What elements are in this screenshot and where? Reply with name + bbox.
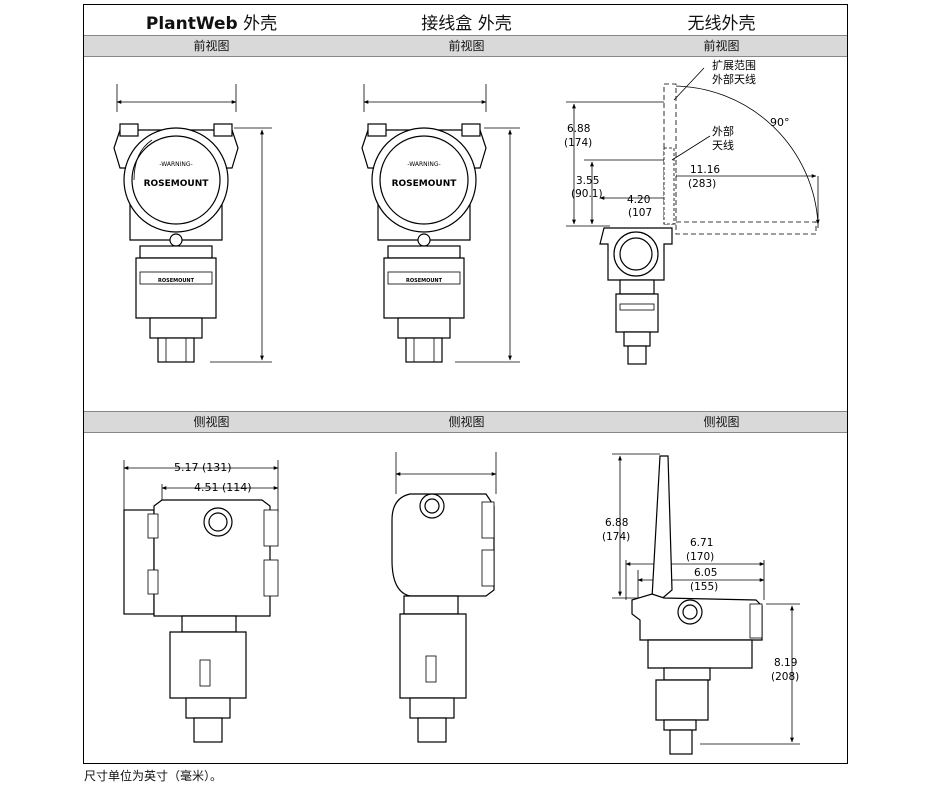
header-junction-box-housing: 接线盒 外壳 — [421, 14, 512, 34]
wireless-side-dim-w1-in: 6.71 — [690, 537, 713, 549]
wireless-side-dim-w1-mm: (170) — [686, 551, 714, 563]
plantweb-front-view: ROSEMOUNT -WARNING- ROSEMOUNT — [113, 84, 272, 363]
wireless-front-dim-total-in: 6.88 — [567, 123, 590, 135]
header-wireless-housing: 无线外壳 — [687, 14, 756, 34]
header-plantweb-housing: PlantWeb 外壳 — [84, 11, 339, 37]
front-view-label-col2: 前视图 — [448, 39, 485, 53]
wireless-front-dim-long-in: 11.16 — [690, 164, 720, 176]
side-view-label-col1: 侧视图 — [193, 415, 230, 429]
wireless-front-external-label-2: 天线 — [712, 138, 734, 152]
wireless-front-dim-mid-mm: (90.1) — [571, 188, 603, 200]
header-plantweb-brand: PlantWeb — [145, 14, 238, 34]
plantweb-front-brand: ROSEMOUNT — [144, 179, 210, 189]
plantweb-side-dim-b: 4.51 (114) — [194, 481, 252, 494]
side-view-band: 侧视图 侧视图 侧视图 — [84, 411, 847, 433]
wireless-front-dim-short-mm: (107 — [628, 207, 652, 219]
plantweb-front-label-plate: ROSEMOUNT — [158, 278, 195, 284]
wireless-front-external-label-1: 外部 — [712, 124, 734, 138]
front-view-label-col3: 前视图 — [703, 39, 740, 53]
wireless-front-extended-label-1: 扩展范围 — [712, 58, 756, 72]
wireless-side-dim-w2-mm: (155) — [690, 581, 718, 593]
plantweb-front-warning: -WARNING- — [159, 161, 192, 168]
plantweb-side-dim-a: 5.17 (131) — [174, 461, 232, 474]
side-view-label-col3: 侧视图 — [703, 415, 740, 429]
wireless-front-dim-mid-in: 3.55 — [576, 175, 599, 187]
wireless-front-view: 6.88 (174) 3.55 (90.1) 4.20 (107 11.16 (… — [564, 58, 820, 365]
junction-front-brand: ROSEMOUNT — [392, 179, 458, 189]
wireless-front-angle: 90° — [770, 116, 790, 129]
wireless-side-dim-h-in: 6.88 — [605, 517, 628, 529]
wireless-side-dim-w2-in: 6.05 — [694, 567, 717, 579]
junction-box-front-view: ROSEMOUNT -WARNING- ROSEMOUNT — [361, 84, 520, 363]
drawing-frame: PlantWeb 外壳 接线盒 外壳 无线外壳 前视图 前视图 前视图 侧视图 … — [83, 4, 848, 764]
junction-box-side-view — [391, 452, 497, 743]
wireless-side-dim-h-mm: (174) — [602, 531, 630, 543]
wireless-front-dim-short-in: 4.20 — [627, 194, 650, 206]
plantweb-side-view: 5.17 (131) 4.51 (114) — [123, 460, 279, 743]
wireless-side-dim-b-mm: (208) — [771, 671, 799, 683]
junction-front-label-plate: ROSEMOUNT — [406, 278, 443, 284]
wireless-side-dim-b-in: 8.19 — [774, 657, 797, 669]
front-view-label-col1: 前视图 — [193, 39, 230, 53]
wireless-front-dim-total-mm: (174) — [564, 137, 592, 149]
side-view-label-col2: 侧视图 — [448, 415, 485, 429]
junction-front-warning: -WARNING- — [407, 161, 440, 168]
wireless-front-dim-long-mm: (283) — [688, 178, 716, 190]
units-footnote: 尺寸单位为英寸（毫米）。 — [84, 769, 223, 783]
header-plantweb-suffix: 外壳 — [237, 14, 278, 34]
wireless-side-view: 6.88 (174) 6.71 (170) 6.05 (155) 8.19 (2… — [602, 453, 800, 755]
wireless-front-extended-label-2: 外部天线 — [712, 72, 756, 86]
front-view-band: 前视图 前视图 前视图 — [84, 35, 847, 57]
